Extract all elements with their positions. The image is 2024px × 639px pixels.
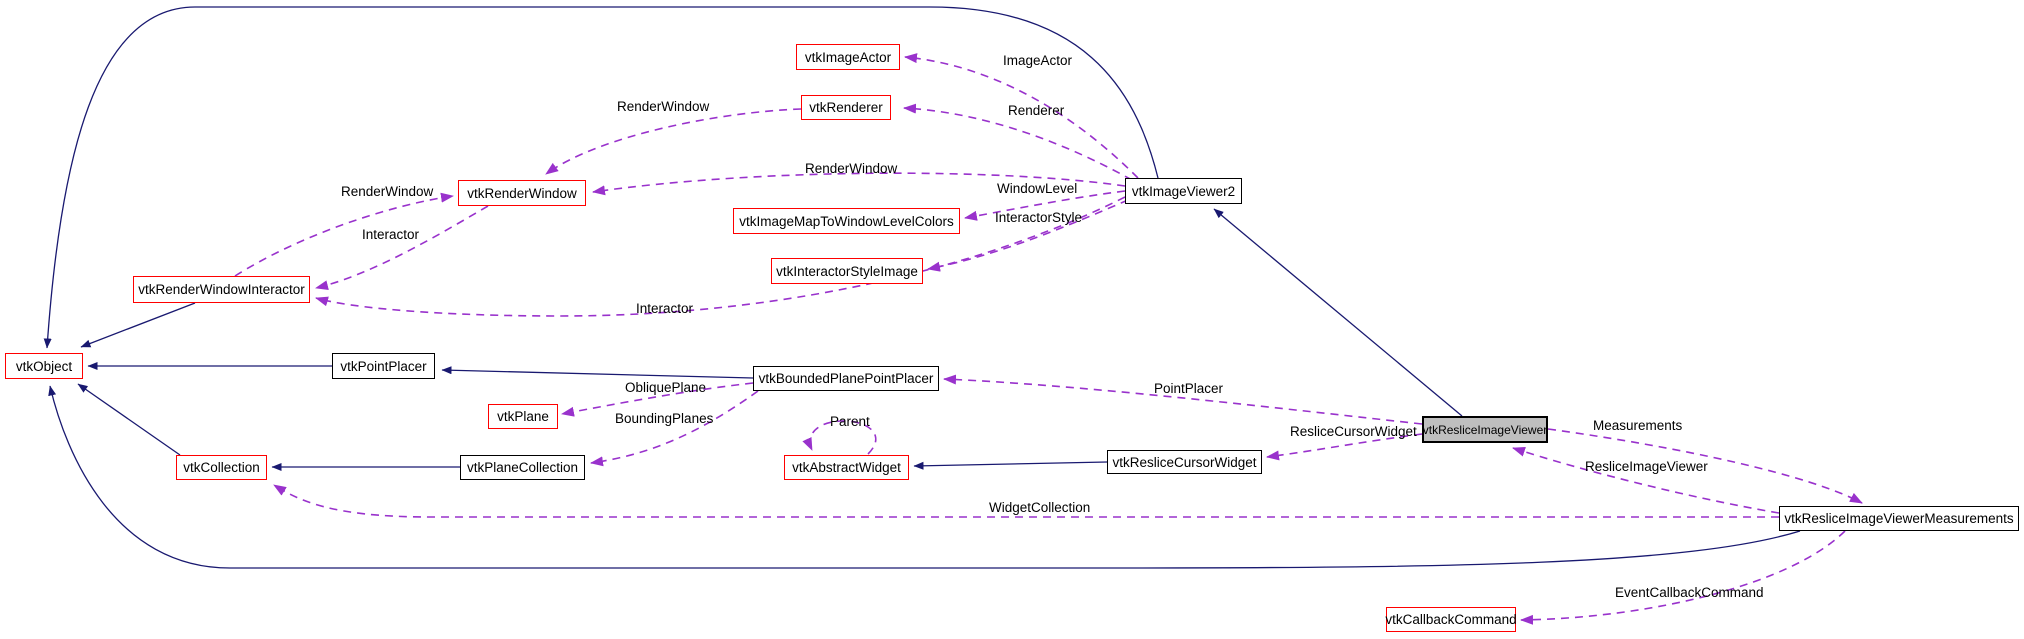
class-node-vtkreslicecursorwidget[interactable]: vtkResliceCursorWidget [1107,450,1262,474]
class-node-vtkrenderer[interactable]: vtkRenderer [801,95,891,120]
class-node-vtkrenderwindowinteractor[interactable]: vtkRenderWindowInteractor [133,276,310,303]
edge-inherit-vtkresliceimageviewermeasurements-vtkobject [48,385,1801,569]
edge-label-pointplacer: PointPlacer [1154,381,1224,396]
edge-usage-reslicecursorwidget [1266,433,1423,461]
edge-label-widgetcollection: WidgetCollection [989,500,1091,515]
edge-usage-renderer-renderwindow [545,108,802,175]
edge-label-reslicecursorwidget: ResliceCursorWidget [1290,424,1417,439]
class-node-vtkpointplacer[interactable]: vtkPointPlacer [332,353,435,379]
edge-label-renderer: Renderer [1008,103,1065,118]
edge-inherit-vtkcollection-vtkobject [77,383,181,456]
class-node-vtkimageactor[interactable]: vtkImageActor [796,44,900,70]
class-node-vtkplanecollection[interactable]: vtkPlaneCollection [460,455,585,480]
class-node-vtkcallbackcommand[interactable]: vtkCallbackCommand [1385,607,1517,632]
edge-usage-pointplacer [943,374,1423,425]
edge-usage-measurements [1547,428,1863,504]
edge-inherit-vtkresliceimageviewer-vtkimageviewer2 [1213,208,1463,417]
edge-label-windowlevel: WindowLevel [997,181,1078,196]
edge-usage-parent-selfloop [802,420,877,455]
class-node-vtkinteractorstyleimage[interactable]: vtkInteractorStyleImage [771,258,923,284]
edge-label-interactor-1: Interactor [362,227,420,242]
edge-usage-boundingplanes [590,390,759,467]
edge-usage-resliceimageviewer [1512,446,1780,514]
class-node-vtkresliceimageviewermeasurements[interactable]: vtkResliceImageViewerMeasurements [1779,506,2019,531]
edge-usage-obliqueplane [561,382,754,417]
edge-label-eventcallbackcommand: EventCallbackCommand [1615,585,1764,600]
edge-label-renderwindow-2: RenderWindow [341,184,434,199]
edge-label-boundingplanes: BoundingPlanes [615,411,714,426]
edge-usage-widgetcollection [273,484,1779,518]
class-node-vtkabstractwidget[interactable]: vtkAbstractWidget [784,455,909,480]
edge-inherit-vtkboundedplanepointplacer-vtkpointplacer [441,366,754,379]
edge-usage-viewer-interactor [315,196,1126,317]
class-node-vtkrenderwindow[interactable]: vtkRenderWindow [458,180,586,206]
edge-label-imageactor: ImageActor [1003,53,1073,68]
class-node-vtkresliceimageviewer-focus: vtkResliceImageViewer [1422,416,1548,443]
edge-inherit-vtkreslicecursorwidget-vtkabstractwidget [913,461,1108,470]
class-node-vtkcollection[interactable]: vtkCollection [176,455,267,480]
edge-usage-interactorstyle [927,199,1129,272]
edge-label-interactor-2: Interactor [636,301,694,316]
edge-inherit-vtkimageviewer2-vtkobject [43,6,1159,349]
edge-label-resliceimageviewer: ResliceImageViewer [1585,459,1708,474]
edge-label-renderwindow-1: RenderWindow [617,99,710,114]
edge-usage-renderwindow-interactor [315,205,489,291]
edge-inherit-vtkrenderwindowinteractor-vtkobject [80,302,196,348]
class-node-vtkimagemaptowindowlevelcolors[interactable]: vtkImageMapToWindowLevelColors [733,208,960,234]
edge-label-interactorstyle: InteractorStyle [995,210,1083,225]
class-node-vtkobject[interactable]: vtkObject [5,353,83,379]
class-node-vtkimageviewer2[interactable]: vtkImageViewer2 [1125,178,1242,204]
edge-label-parent: Parent [830,414,870,429]
class-node-vtkboundedplanepointplacer[interactable]: vtkBoundedPlanePointPlacer [753,366,939,391]
class-node-vtkplane[interactable]: vtkPlane [488,404,558,429]
edge-usage-viewer-renderwindow [592,172,1126,196]
edge-usage-windowlevel [964,190,1126,221]
edge-label-measurements: Measurements [1593,418,1683,433]
edge-usage-eventcallbackcommand [1520,530,1846,625]
edge-usage-interactor-renderwindow [234,192,454,277]
edge-usage-renderer [903,103,1133,181]
edge-label-renderwindow-3: RenderWindow [805,161,898,176]
edge-label-obliqueplane: ObliquePlane [625,380,707,395]
